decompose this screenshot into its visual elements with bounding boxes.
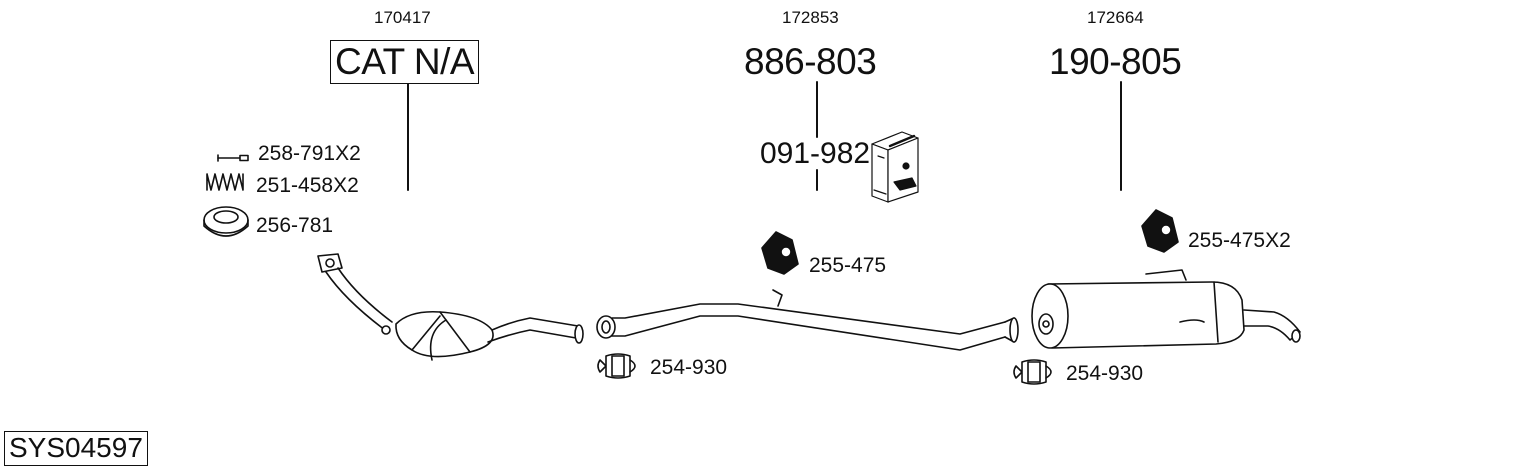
main-part-middle: 886-803 <box>744 41 877 82</box>
section-ref-middle: 172853 <box>782 8 839 27</box>
section-ref-front: 170417 <box>374 8 431 27</box>
system-code: SYS04597 <box>4 431 148 466</box>
gasket-part-label: 256-781 <box>256 214 334 237</box>
bolt-icon <box>217 154 249 162</box>
clamp-right-part-label: 254-930 <box>1066 362 1144 385</box>
rubber-hanger-middle-icon <box>761 231 799 275</box>
mounting-kit-box-icon <box>871 131 919 203</box>
section-ref-rear: 172664 <box>1087 8 1144 27</box>
main-part-rear: 190-805 <box>1049 41 1182 82</box>
hanger-rear-part-label: 255-475X2 <box>1188 229 1291 252</box>
rear-silencer-drawing <box>1031 269 1301 349</box>
kit-part-label: 091-982 <box>760 137 871 170</box>
clamp-left-icon <box>597 353 636 379</box>
spring-icon <box>206 173 244 191</box>
front-pipe-catalyst-drawing <box>317 253 584 361</box>
main-part-front: CAT N/A <box>330 40 480 84</box>
clamp-left-part-label: 254-930 <box>650 356 728 379</box>
middle-pipe-drawing <box>596 289 1019 351</box>
rubber-hanger-rear-icon <box>1141 209 1179 253</box>
spring-part-label: 251-458X2 <box>256 174 359 197</box>
hanger-middle-part-label: 255-475 <box>809 254 887 277</box>
clamp-right-icon <box>1013 359 1052 385</box>
bolt-part-label: 258-791X2 <box>258 142 361 165</box>
gasket-ring-icon <box>203 206 249 237</box>
